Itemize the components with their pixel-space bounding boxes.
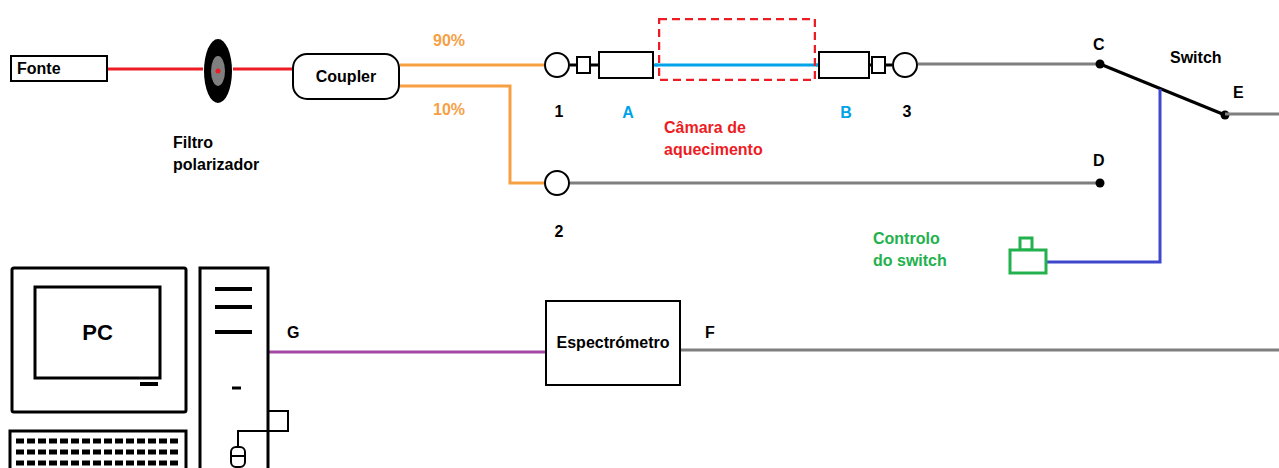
node-caption: A [600, 102, 656, 124]
polarizer-symbol [203, 38, 233, 104]
point-letter: F [705, 322, 715, 344]
connector-line [268, 351, 545, 354]
tower-button [232, 387, 241, 390]
beam-dot [216, 69, 221, 74]
button-symbol [1010, 250, 1046, 273]
keyboard-keys [16, 461, 180, 466]
polarizer-body [204, 39, 232, 103]
fibre-line [570, 182, 1100, 185]
source-box: Fonte [10, 55, 108, 82]
fibre-line [655, 64, 819, 67]
connector-line [400, 64, 544, 67]
monitor-detail [140, 382, 158, 386]
fibre-connector: 1 [544, 52, 570, 78]
terminal-letter: D [1093, 150, 1105, 172]
control-wire [1046, 89, 1160, 262]
node-caption: Câmara de aquecimento [664, 117, 784, 160]
connector-line [108, 68, 203, 71]
chamber-outline [658, 18, 816, 81]
mouse-symbol [231, 447, 245, 467]
node-caption: 1 [526, 101, 592, 123]
node-label: Coupler [316, 66, 376, 88]
connector-stub [577, 57, 590, 73]
computer: PC [10, 268, 268, 468]
chamber-outline [659, 19, 815, 80]
fibre-connector: 2 [544, 170, 570, 196]
keyboard-keys [16, 439, 180, 444]
point-letter: G [287, 322, 299, 344]
switch-lever [1100, 64, 1225, 115]
drive-bay [215, 287, 252, 291]
spectrometer-box: Espectrómetro [545, 300, 681, 386]
drive-bay [215, 330, 252, 334]
control-label: Controlo do switch [873, 228, 961, 271]
node-caption: 3 [874, 101, 940, 123]
split-ratio: 90% [433, 30, 465, 52]
button-symbol [1020, 238, 1032, 250]
mouse-cord [238, 411, 288, 448]
connector-stub [872, 57, 885, 73]
polarizer-filter: Filtro polarizador [203, 38, 233, 104]
node-label: PC [35, 287, 160, 378]
fibre-line [681, 349, 1279, 352]
switch-terminal [1096, 179, 1105, 188]
node-label: Fonte [17, 58, 61, 80]
fibre-adapter: B [818, 51, 870, 79]
node-caption: B [820, 102, 872, 124]
terminal-letter: C [1093, 34, 1105, 56]
screen-symbol [35, 287, 160, 378]
switch-label: Switch [1170, 47, 1222, 69]
split-ratio: 10% [433, 99, 465, 121]
node-label: Espectrómetro [557, 332, 670, 354]
terminal-letter: E [1233, 82, 1244, 104]
heating-chamber: Câmara de aquecimento [658, 18, 816, 81]
fibre-line [918, 63, 1100, 66]
keyboard-keys [16, 450, 180, 455]
connector-line [233, 68, 292, 71]
fibre-adapter: A [598, 51, 654, 79]
mouse-detail [231, 455, 245, 457]
keyboard-symbol [10, 431, 186, 468]
drive-bay [215, 305, 252, 309]
coupler-box: Coupler [292, 53, 400, 100]
monitor-symbol [12, 268, 186, 412]
tower-symbol [200, 268, 268, 468]
fibre-line [1225, 113, 1279, 116]
polarizer-glass [211, 56, 225, 86]
node-caption: 2 [526, 221, 592, 243]
fibre-connector: 3 [892, 52, 918, 78]
connector-line [400, 86, 544, 183]
node-caption: Filtro polarizador [173, 132, 273, 175]
